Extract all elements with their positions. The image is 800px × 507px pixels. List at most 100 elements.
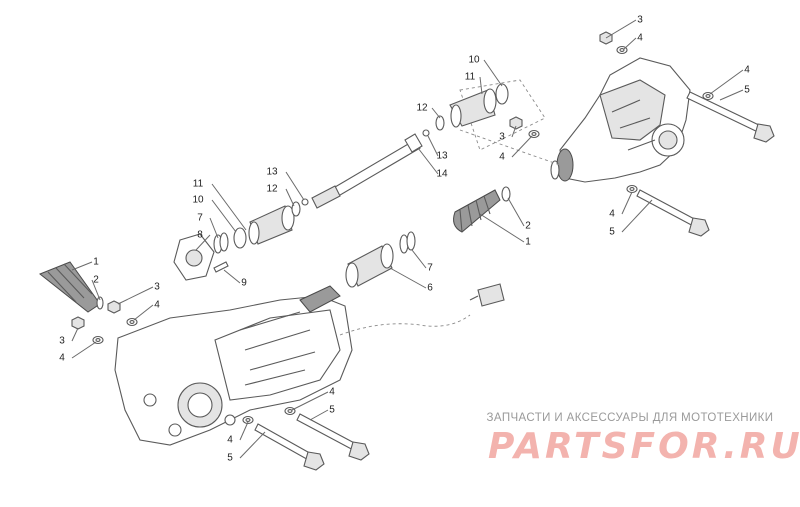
boot-bottom-left xyxy=(39,261,101,313)
callout-c1-r: 1 xyxy=(525,237,531,248)
callout-c4-bm: 4 xyxy=(329,387,335,398)
drive-shaft xyxy=(311,133,423,209)
callout-c5-br: 5 xyxy=(609,227,615,238)
clamp-top-large xyxy=(495,83,509,105)
leader-line xyxy=(483,59,503,87)
callout-c3-ll: 3 xyxy=(59,336,65,347)
nut-mid-right xyxy=(509,116,523,130)
front-gearcase xyxy=(114,285,353,446)
leader-line xyxy=(479,213,525,243)
partsfor-logo: PARTSFOR.RU xyxy=(488,426,800,467)
washer-bottom-left xyxy=(126,317,138,327)
callout-c7-m: 7 xyxy=(427,263,433,274)
callout-c4-bl: 4 xyxy=(227,435,233,446)
bolt-bottom xyxy=(254,423,325,471)
callout-c11-l: 11 xyxy=(193,179,204,190)
callout-c2-r: 2 xyxy=(525,221,531,232)
leader-line xyxy=(211,199,237,233)
callout-c4-br: 4 xyxy=(609,209,615,220)
callout-c4-mr: 4 xyxy=(499,152,505,163)
leader-line xyxy=(133,304,154,321)
washer-mid-right xyxy=(528,129,540,139)
clamp-bottom-left xyxy=(96,296,104,310)
washer-lower-right xyxy=(626,184,638,194)
clamp-left-large xyxy=(233,227,247,249)
leader-line xyxy=(309,409,329,421)
callout-c2-l: 2 xyxy=(93,275,99,286)
callout-c9: 9 xyxy=(241,278,247,289)
connector xyxy=(469,283,505,307)
leader-line xyxy=(431,107,441,119)
leader-line xyxy=(223,269,241,284)
leader-line xyxy=(91,279,101,301)
callout-c4-r: 4 xyxy=(744,65,750,76)
boot-left xyxy=(248,205,295,245)
leader-line xyxy=(71,261,93,271)
bolt-lower-right xyxy=(636,189,710,237)
leader-line xyxy=(621,199,653,233)
leader-line xyxy=(511,135,533,158)
callout-c4-tr: 4 xyxy=(637,33,643,44)
boot-group-outline xyxy=(459,79,546,151)
callout-c5-bl: 5 xyxy=(227,453,233,464)
ring-left xyxy=(301,198,309,206)
leader-line xyxy=(427,135,439,157)
flange-plate xyxy=(173,233,215,281)
leader-line xyxy=(239,431,266,459)
nut-lower-left xyxy=(71,316,85,330)
leader-line xyxy=(605,19,637,39)
callout-c7-l: 7 xyxy=(197,213,203,224)
leader-line xyxy=(71,327,79,342)
bolt-right xyxy=(686,91,775,143)
leader-line xyxy=(411,249,427,269)
clamp-right xyxy=(501,186,511,202)
leader-line xyxy=(285,188,295,207)
spring-left xyxy=(213,232,229,254)
callout-c13-mid: 13 xyxy=(436,151,448,162)
watermark-caption: ЗАПЧАСТИ И АКСЕССУАРЫ ДЛЯ МОТОТЕХНИКИ xyxy=(486,412,774,424)
callout-labels: 3445101112341314131211107892145761234344… xyxy=(59,15,750,464)
callout-c14: 14 xyxy=(436,169,448,180)
leader-line xyxy=(195,234,211,251)
washer-bottom xyxy=(242,415,254,425)
boot-right xyxy=(453,189,501,233)
leader-line xyxy=(621,191,633,215)
callout-c12-l: 12 xyxy=(266,184,278,195)
callout-c4-l: 4 xyxy=(154,300,160,311)
bolt-bottom-mid xyxy=(296,413,370,461)
leader-line xyxy=(291,391,329,411)
callout-c12-top: 12 xyxy=(416,103,428,114)
boot-top xyxy=(449,88,497,128)
leader-line xyxy=(623,37,637,50)
leader-line xyxy=(209,217,219,239)
leader-line xyxy=(479,76,483,95)
ring-top xyxy=(422,129,430,137)
leader-line xyxy=(511,125,517,138)
leader-line xyxy=(285,171,305,201)
callout-c4-ll: 4 xyxy=(59,353,65,364)
screw-flange xyxy=(213,261,229,273)
leader-line xyxy=(507,197,525,227)
boot-middle xyxy=(345,243,394,288)
rear-gearcase xyxy=(550,57,691,183)
leader-line xyxy=(389,267,427,289)
leader-line xyxy=(117,286,154,305)
callout-c1-l: 1 xyxy=(93,257,99,268)
wire-harness xyxy=(339,314,471,336)
callout-c5-bm: 5 xyxy=(329,405,335,416)
leader-line xyxy=(211,183,247,231)
spring-middle xyxy=(399,231,416,254)
leader-line xyxy=(417,147,439,175)
clamp-top-small xyxy=(435,115,445,131)
leader-line xyxy=(719,89,744,101)
callout-c11-top: 11 xyxy=(465,72,476,83)
callout-c10-l: 10 xyxy=(192,195,204,206)
callout-c3-tr: 3 xyxy=(637,15,643,26)
leader-line xyxy=(71,341,97,359)
leader-line xyxy=(709,69,744,95)
callout-c3-l: 3 xyxy=(154,282,160,293)
callout-c6: 6 xyxy=(427,283,433,294)
callout-c10-top: 10 xyxy=(468,55,480,66)
